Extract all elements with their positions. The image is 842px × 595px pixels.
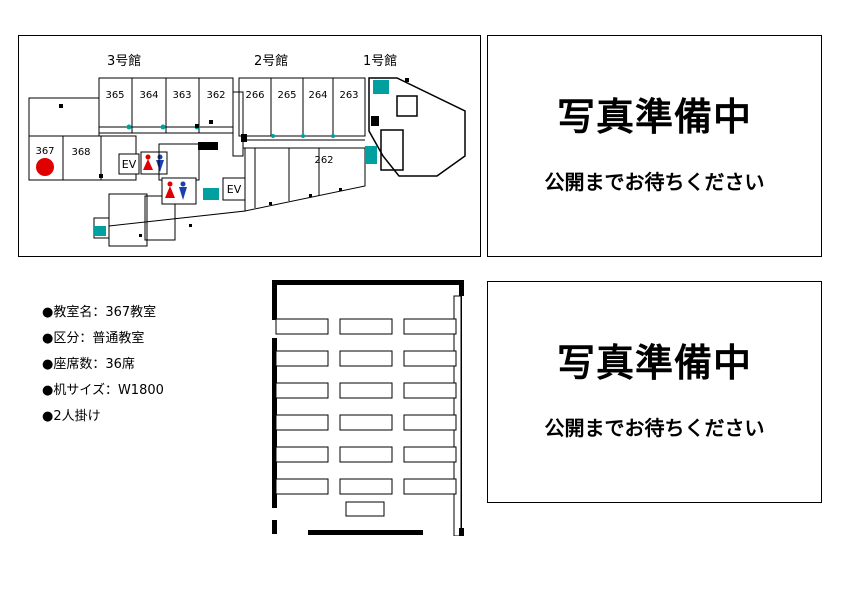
desk [339,446,393,463]
building-label-1: 1号館 [363,54,397,69]
room-266: 266 [245,90,264,101]
photo-subtitle: 公開までお待ちください [544,416,765,440]
desk [403,350,457,367]
room-367: 367 [35,146,54,157]
photo-placeholder-2: 写真準備中 公開までお待ちください [487,281,822,503]
desk [403,478,457,495]
room-info-list: ●教室名：367教室 ●区分：普通教室 ●座席数：36席 ●机サイズ：W1800… [42,300,164,430]
desk [275,414,329,431]
desk [403,382,457,399]
desk [275,446,329,463]
restroom-icon-2 [161,177,197,205]
desk [275,350,329,367]
desk [275,318,329,335]
room-262: 262 [314,155,333,166]
floor-map-panel: 3号館 2号館 1号館 365 [18,35,481,257]
building-label-3: 3号館 [107,54,141,69]
desk [339,318,393,335]
floor-map: 3号館 2号館 1号館 365 [28,54,466,247]
lectern [345,501,385,517]
room-layout-svg [272,280,464,536]
info-item-seats: ●座席数：36席 [42,357,135,372]
restroom-icon [140,151,168,175]
desk [275,478,329,495]
desk [403,446,457,463]
photo-subtitle: 公開までお待ちください [544,170,765,194]
desk [339,478,393,495]
room-365: 365 [105,90,124,101]
room-264: 264 [308,90,327,101]
room-layout-diagram [268,280,468,536]
room-368: 368 [71,147,90,158]
info-item-seating: ●2人掛け [42,409,101,424]
room-363: 363 [172,90,191,101]
photo-title: 写真準備中 [556,341,752,385]
info-item-desk-size: ●机サイズ：W1800 [42,383,164,398]
room-364: 364 [139,90,158,101]
building-label-2: 2号館 [254,54,288,69]
desk [339,382,393,399]
desk [339,414,393,431]
room-265: 265 [277,90,296,101]
info-item-category: ●区分：普通教室 [42,331,145,346]
current-room-marker [36,158,54,176]
info-item-room-name: ●教室名：367教室 [42,305,157,320]
desk [275,382,329,399]
room-263: 263 [339,90,358,101]
elevator-label-1: EV [122,158,137,171]
elevator-label-2: EV [227,183,242,196]
desk [339,350,393,367]
room-362: 362 [206,90,225,101]
desk [403,414,457,431]
photo-title: 写真準備中 [556,95,752,139]
desk [403,318,457,335]
photo-placeholder-1: 写真準備中 公開までお待ちください [487,35,822,257]
